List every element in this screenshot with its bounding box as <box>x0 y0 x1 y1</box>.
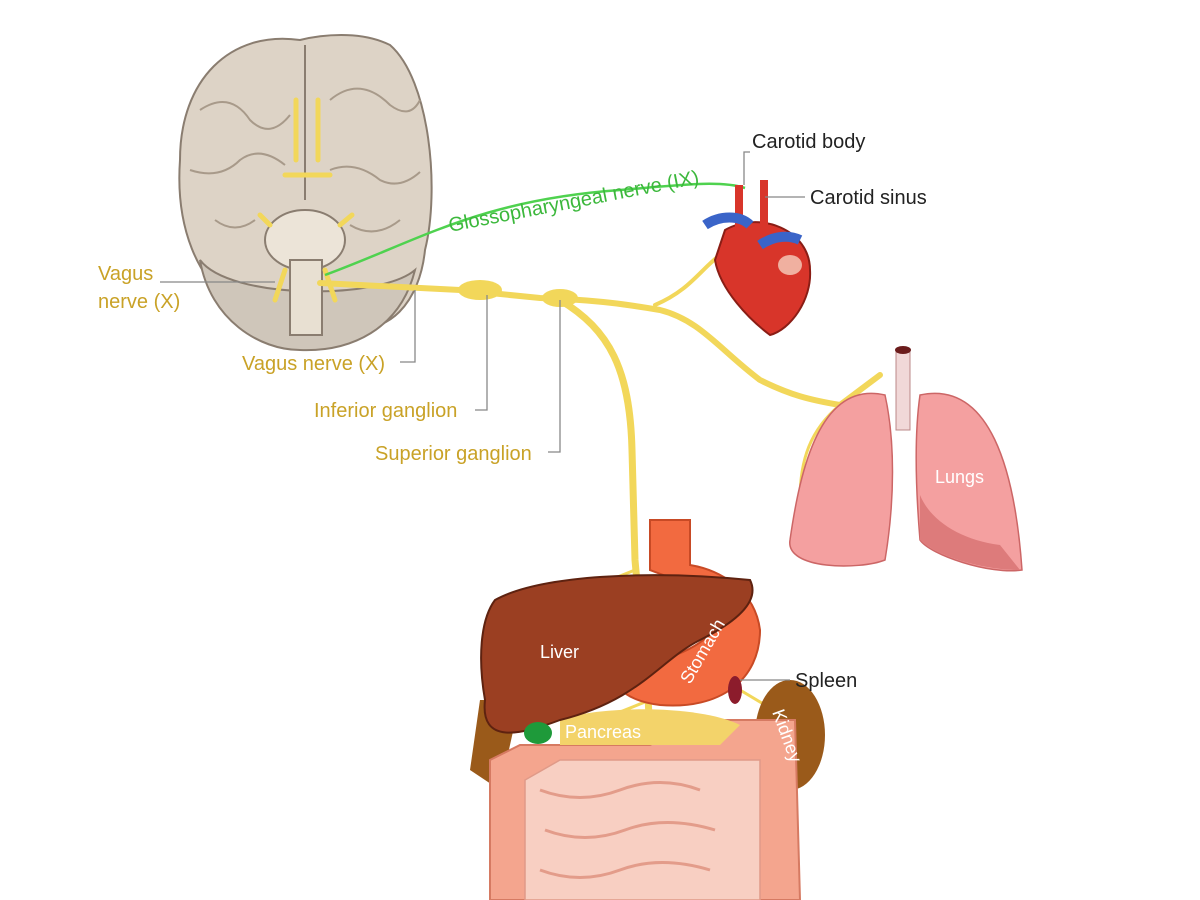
spleen <box>728 676 742 704</box>
label-carotid-body: Carotid body <box>752 131 865 153</box>
label-spleen: Spleen <box>795 670 857 692</box>
heart-illustration <box>702 180 812 337</box>
superior-ganglion <box>542 289 578 307</box>
glossopharyngeal-nerve <box>324 182 746 277</box>
label-vagus-left-1: Vagus <box>98 263 153 285</box>
label-carotid-sinus: Carotid sinus <box>810 187 927 209</box>
label-vagus-nerve: Vagus nerve (X) <box>242 353 385 375</box>
label-superior-ganglion: Superior ganglion <box>375 443 532 465</box>
gallbladder <box>524 722 552 744</box>
label-inferior-ganglion: Inferior ganglion <box>314 400 457 422</box>
label-vagus-left-2: nerve (X) <box>98 291 180 313</box>
lungs-illustration <box>789 346 1023 572</box>
abdomen-illustration <box>470 519 825 900</box>
label-liver: Liver <box>540 642 579 662</box>
inferior-ganglion <box>458 280 502 300</box>
label-glossopharyngeal-nerve: Glossopharyngeal nerve (IX) <box>447 167 701 237</box>
label-pancreas: Pancreas <box>565 722 641 742</box>
brain-illustration <box>178 34 433 352</box>
label-lungs: Lungs <box>935 467 984 487</box>
leader-lines <box>160 151 805 681</box>
